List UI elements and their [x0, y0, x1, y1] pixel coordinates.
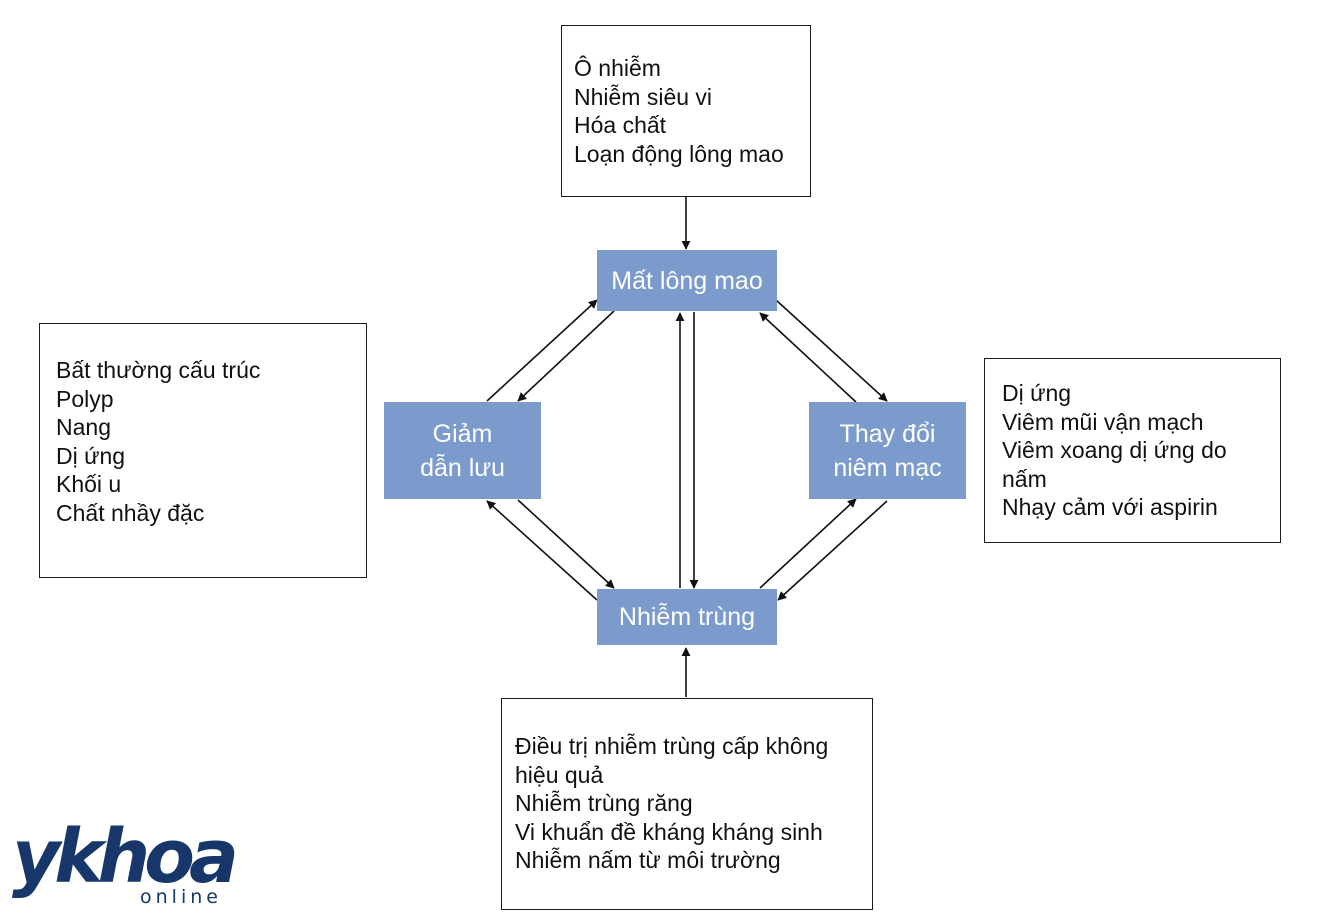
cause-item: Ô nhiễm — [574, 55, 661, 81]
node-mucosal-change: Thay đổi niêm mạc — [809, 402, 966, 499]
cause-item: Polyp — [56, 385, 114, 412]
cause-item: Viêm xoang dị ứng do — [1002, 437, 1227, 463]
node-infection: Nhiễm trùng — [597, 589, 777, 645]
logo-subtitle: online — [140, 886, 222, 908]
cause-item: Điều trị nhiễm trùng cấp không — [515, 733, 829, 759]
cause-item: Nhạy cảm với aspirin — [1002, 494, 1218, 520]
arrow-cilia-to-mucosa — [775, 299, 888, 402]
cause-box-drainage: Bất thường cấu trúc Polyp Nang Dị ứng Kh… — [39, 323, 367, 578]
arrow-drainage-to-cilia — [486, 299, 598, 402]
arrow-drainage-to-infection — [517, 499, 615, 589]
cause-item: Hóa chất — [574, 112, 667, 138]
cause-item: Dị ứng — [1002, 380, 1072, 406]
node-label: niêm mạc — [833, 453, 942, 482]
cause-item: Nhiễm nấm từ môi trường — [515, 847, 781, 873]
node-cilia-loss: Mất lông mao — [597, 250, 777, 311]
cause-item: Nhiễm trùng răng — [515, 790, 693, 816]
ykhoa-logo: ykhoa online — [12, 814, 239, 912]
cause-box-infection: Điều trị nhiễm trùng cấp không hiệu quả … — [501, 698, 873, 910]
cause-item: Nang — [56, 414, 111, 440]
cause-item: hiệu quả — [515, 761, 604, 788]
arrow-infection-to-mucosa — [759, 498, 857, 589]
cause-box-cilia: Ô nhiễm Nhiễm siêu vi Hóa chất Loạn động… — [561, 25, 811, 197]
arrow-mucosa-to-cilia — [759, 312, 857, 403]
cause-item: Chất nhầy đặc — [56, 499, 205, 526]
cause-item: nấm — [1002, 465, 1047, 492]
node-label: Nhiễm trùng — [618, 603, 756, 631]
cause-box-mucosa: Dị ứng Viêm mũi vận mạch Viêm xoang dị ứ… — [984, 358, 1281, 543]
cause-item: Dị ứng — [56, 442, 126, 469]
arrow-infection-to-drainage — [486, 500, 598, 601]
logo-wordmark: ykhoa — [12, 814, 239, 900]
node-label: Giảm — [432, 419, 493, 448]
cause-item: Loạn động lông mao — [574, 140, 784, 167]
cause-item: Vi khuẩn đề kháng kháng sinh — [515, 818, 823, 845]
node-label: dẫn lưu — [420, 453, 505, 482]
cause-item: Bất thường cấu trúc — [56, 357, 261, 383]
arrow-mucosa-to-infection — [777, 500, 888, 601]
node-label: Mất lông mao — [611, 266, 763, 295]
arrow-cilia-to-drainage — [517, 310, 615, 402]
cause-item: Nhiễm siêu vi — [574, 83, 713, 110]
node-reduced-drainage: Giảm dẫn lưu — [384, 402, 541, 499]
node-label: Thay đổi — [839, 419, 936, 448]
cause-item: Viêm mũi vận mạch — [1002, 408, 1204, 435]
cause-item: Khối u — [56, 471, 122, 497]
